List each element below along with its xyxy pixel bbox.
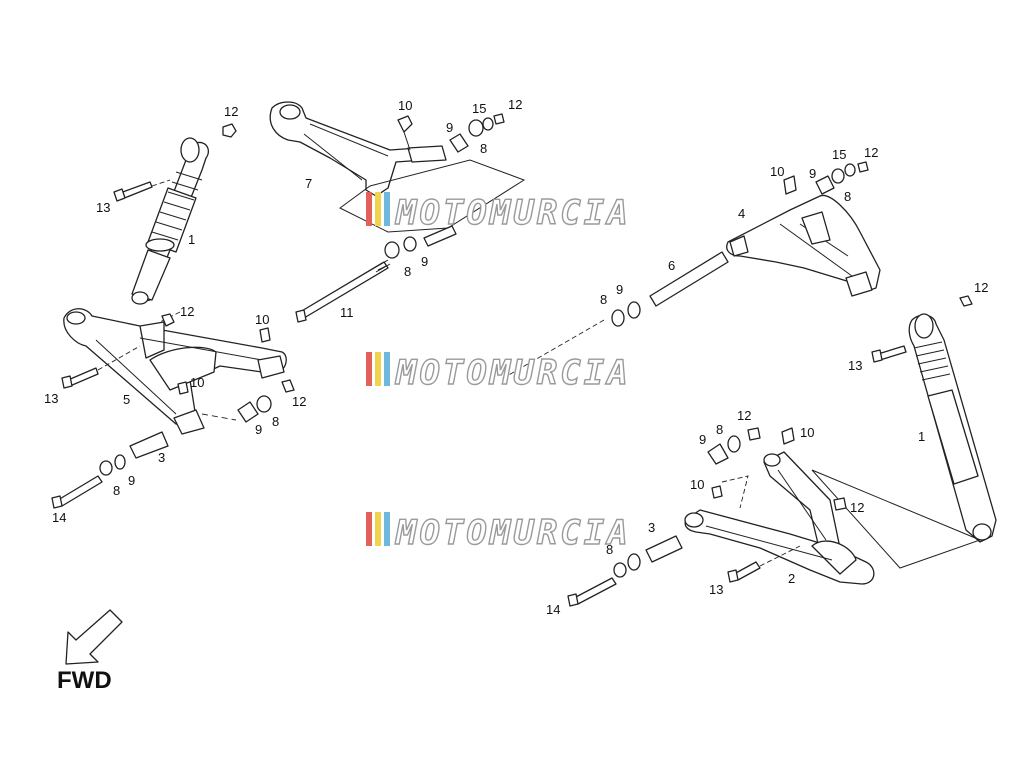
- label-8: 8: [404, 264, 411, 279]
- label-2: 2: [788, 571, 795, 586]
- pin-10-upper-right: [783, 175, 797, 195]
- label-10: 10: [800, 425, 814, 440]
- label-13: 13: [96, 200, 110, 215]
- label-8: 8: [113, 483, 120, 498]
- label-10: 10: [398, 98, 412, 113]
- tube-3-left: [129, 431, 169, 459]
- label-1: 1: [918, 429, 925, 444]
- label-1: 1: [188, 232, 195, 247]
- label-12: 12: [850, 500, 864, 515]
- svg-text:MOTOMURCIA: MOTOMURCIA: [395, 193, 631, 233]
- label-9: 9: [699, 432, 706, 447]
- leader-box-7: [339, 159, 526, 233]
- label-12: 12: [864, 145, 878, 160]
- washers-8-9-right-upper: [611, 301, 641, 327]
- label-9: 9: [809, 166, 816, 181]
- label-13: 13: [44, 391, 58, 406]
- bushings-left-arm: [237, 379, 295, 423]
- label-14: 14: [546, 602, 560, 617]
- bolt-13-right-shock: [871, 345, 907, 363]
- label-12: 12: [292, 394, 306, 409]
- label-9: 9: [128, 473, 135, 488]
- upper-arm-right-4: [726, 194, 881, 297]
- bolt-14-left: [51, 475, 103, 509]
- forward-label: FWD: [57, 667, 112, 694]
- label-5: 5: [123, 392, 130, 407]
- label-13: 13: [709, 582, 723, 597]
- svg-text:MOTOMURCIA: MOTOMURCIA: [395, 353, 631, 393]
- watermark-1: MOTOMURCIA: [366, 192, 631, 234]
- right-shock-absorber: [908, 313, 997, 543]
- pin-10-right-arm-b: [711, 485, 723, 499]
- nut-12-right-arm: [833, 497, 847, 511]
- label-4: 4: [738, 206, 745, 221]
- part-labels: 12 13 1 10 9 15 12 8 7 8 9 11 12 10 13 5…: [44, 97, 988, 617]
- label-11: 11: [340, 305, 354, 320]
- label-8: 8: [480, 141, 487, 156]
- bushings-upper-left: [449, 113, 505, 153]
- nut-12-left-shock-top: [222, 123, 237, 138]
- bolt-13-left-shock: [113, 181, 153, 202]
- nut-12-left-arm: [161, 313, 175, 327]
- label-3: 3: [648, 520, 655, 535]
- label-10: 10: [190, 375, 204, 390]
- label-15: 15: [472, 101, 486, 116]
- label-10: 10: [255, 312, 269, 327]
- pin-6: [649, 251, 729, 307]
- label-10: 10: [690, 477, 704, 492]
- long-bolt-11: [295, 259, 391, 323]
- svg-text:MOTOMURCIA: MOTOMURCIA: [395, 513, 631, 553]
- bushings-upper-right: [815, 161, 869, 195]
- lower-arm-right-2: [684, 451, 875, 585]
- bushings-7-lower: [384, 225, 457, 259]
- tube-3-right: [645, 535, 683, 563]
- label-8: 8: [844, 189, 851, 204]
- label-14: 14: [52, 510, 66, 525]
- watermark-3: MOTOMURCIA: [366, 512, 631, 554]
- bolt-14-right: [567, 577, 617, 607]
- pin-10-left-arm-a: [259, 327, 271, 343]
- label-12: 12: [737, 408, 751, 423]
- label-9: 9: [255, 422, 262, 437]
- label-12: 12: [180, 304, 194, 319]
- label-10: 10: [770, 164, 784, 179]
- nut-12-right-shock-top: [959, 295, 973, 307]
- label-12: 12: [508, 97, 522, 112]
- label-6: 6: [668, 258, 675, 273]
- label-12: 12: [224, 104, 238, 119]
- pin-10-left-arm-b: [177, 381, 189, 395]
- pin-10-upper-left: [397, 115, 413, 151]
- lower-arm-left-5: [63, 308, 287, 435]
- label-7: 7: [305, 176, 312, 191]
- label-9: 9: [616, 282, 623, 297]
- label-8: 8: [600, 292, 607, 307]
- bushings-right-arm: [707, 427, 761, 465]
- label-8: 8: [606, 542, 613, 557]
- forward-arrow-icon: [65, 609, 123, 665]
- label-9: 9: [446, 120, 453, 135]
- upper-arm-left-7: [269, 101, 447, 197]
- label-8: 8: [272, 414, 279, 429]
- bolt-13-right-arm: [727, 561, 761, 583]
- label-8: 8: [716, 422, 723, 437]
- label-13: 13: [848, 358, 862, 373]
- label-3: 3: [158, 450, 165, 465]
- watermark-2: MOTOMURCIA: [366, 352, 631, 394]
- forward-indicator: FWD: [57, 609, 123, 694]
- label-15: 15: [832, 147, 846, 162]
- bolt-13-left-arm: [61, 367, 99, 389]
- pin-10-right-arm-a: [781, 427, 795, 445]
- label-12: 12: [974, 280, 988, 295]
- label-9: 9: [421, 254, 428, 269]
- leader-box-2: [811, 469, 982, 569]
- washers-8-9-left: [99, 454, 126, 476]
- washers-8-9-right: [613, 553, 641, 578]
- left-shock-absorber: [131, 137, 210, 305]
